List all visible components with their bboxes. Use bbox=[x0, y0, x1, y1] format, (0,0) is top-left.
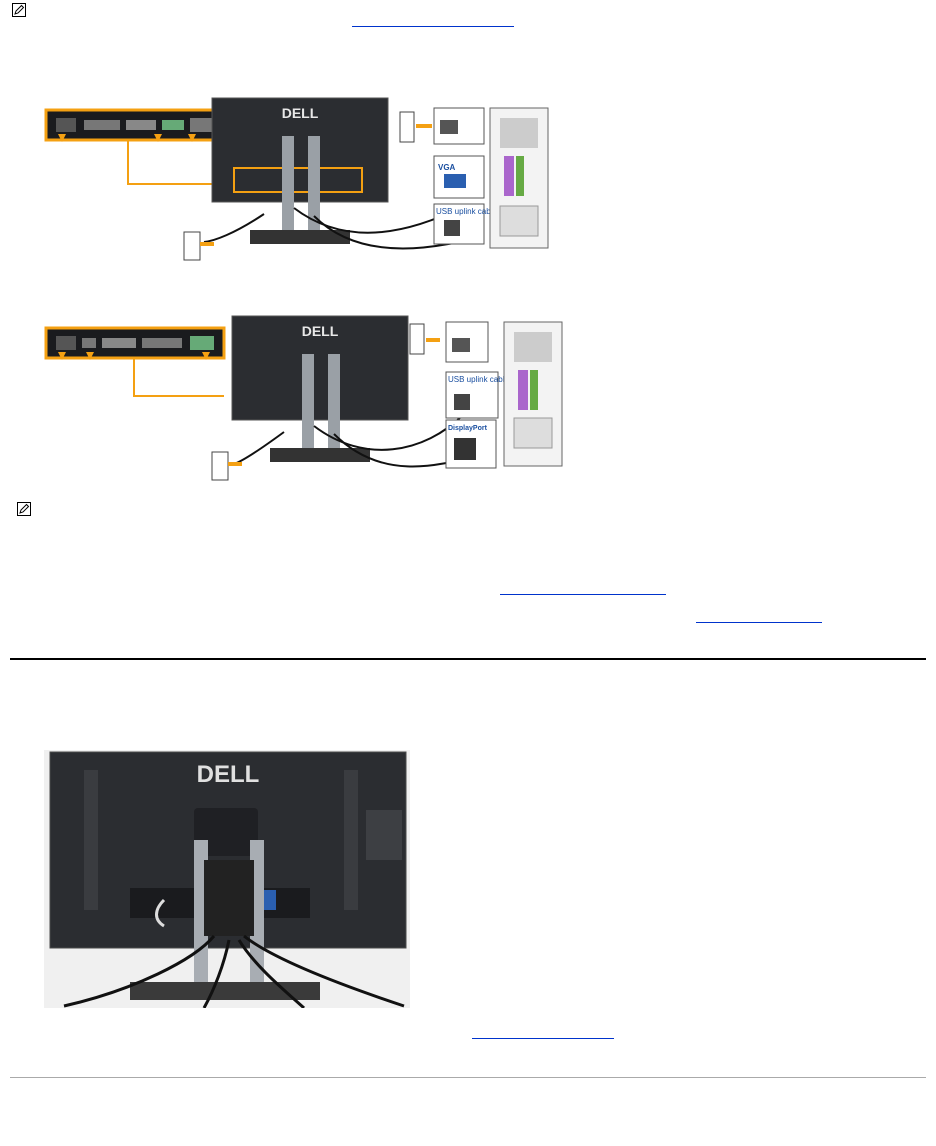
top-link[interactable] bbox=[352, 8, 514, 27]
vga-label: VGA bbox=[438, 163, 456, 172]
usb-uplink-label: USB uplink cable bbox=[436, 207, 497, 216]
svg-text:DELL: DELL bbox=[302, 323, 339, 339]
dell-logo-photo: DELL bbox=[197, 761, 260, 788]
note-pencil-icon-2 bbox=[17, 502, 31, 516]
vga-connection-diagram: DELL VGA USB uplink cable bbox=[44, 96, 560, 264]
usb-uplink-label-2: USB uplink cable bbox=[448, 375, 509, 384]
displayport-connection-diagram: DELL USB uplink cable DisplayPort bbox=[44, 314, 564, 482]
link-mid-2[interactable] bbox=[696, 606, 822, 623]
displayport-label: DisplayPort bbox=[448, 425, 488, 432]
dell-logo: DELL bbox=[282, 105, 319, 121]
note-pencil-icon bbox=[12, 3, 26, 17]
bottom-divider bbox=[10, 1077, 926, 1078]
link-bottom[interactable] bbox=[472, 1022, 614, 1039]
link-mid-1[interactable] bbox=[500, 578, 666, 595]
cable-management-photo: DELL bbox=[44, 750, 410, 1008]
section-divider bbox=[10, 658, 926, 660]
